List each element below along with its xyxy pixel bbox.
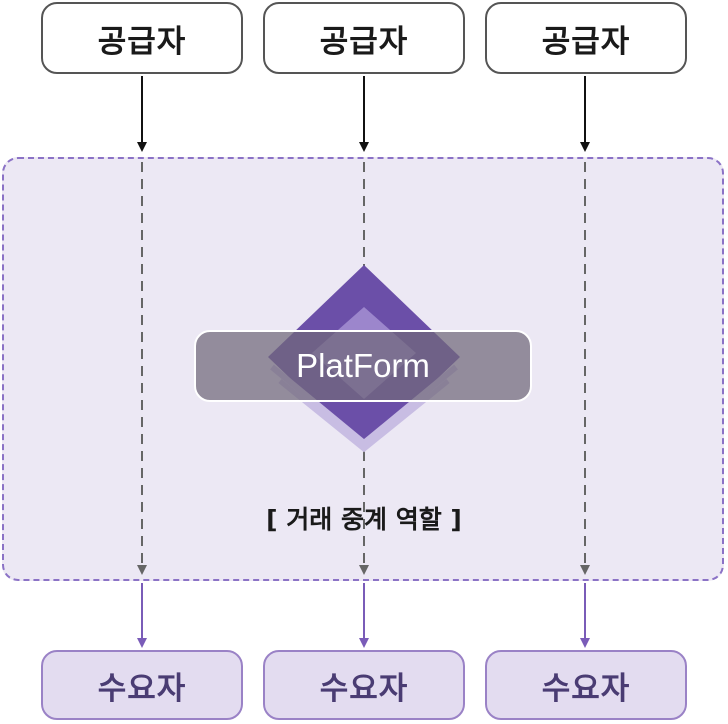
consumer-box-3: 수요자 [485,650,687,720]
supplier-box-2: 공급자 [263,2,465,74]
platform-label: PlatForm [194,330,532,402]
consumer-box-2: 수요자 [263,650,465,720]
supplier-box-1: 공급자 [41,2,243,74]
supplier-box-3: 공급자 [485,2,687,74]
consumer-box-1: 수요자 [41,650,243,720]
platform-role-caption: [ 거래 중계 역할 ] [266,505,462,534]
